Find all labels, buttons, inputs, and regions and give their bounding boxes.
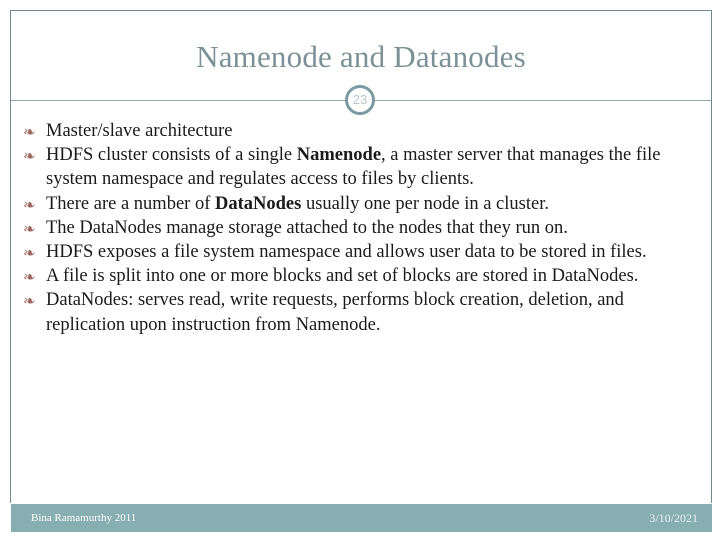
bullet-item: ❧ Master/slave architecture <box>22 119 700 143</box>
bullet-run: usually one per node in a cluster. <box>301 193 549 214</box>
slide-number-badge: 23 <box>345 85 375 115</box>
bullet-text: HDFS cluster consists of a single Nameno… <box>46 145 660 189</box>
bullet-emphasis: DataNodes <box>214 193 302 214</box>
floral-heart-bullet-icon: ❧ <box>23 123 36 141</box>
bullet-text: A file is split into one or more blocks … <box>46 266 638 286</box>
footer-author: Bina Ramamurthy 2011 <box>31 512 137 524</box>
bullet-run: The DataNodes manage storage attached to… <box>46 217 568 238</box>
slide-border-top <box>10 10 712 11</box>
floral-heart-bullet-icon: ❧ <box>23 195 36 214</box>
bullet-text: HDFS exposes a file system namespace and… <box>46 242 647 262</box>
slide-border-right <box>711 10 712 503</box>
slide-border-left <box>10 10 11 503</box>
bullet-item: ❧ A file is split into one or more blocks… <box>22 264 700 288</box>
bullet-item: ❧ The DataNodes manage storage attached t… <box>22 216 700 240</box>
bullet-text: There are a number of DataNodes usually … <box>46 194 549 214</box>
footer-bar <box>11 504 712 532</box>
bullet-run: , a master server that manages the file … <box>46 145 661 190</box>
bullet-run: Master/slave architecture <box>46 121 233 141</box>
bullet-run: There are a number of <box>46 193 215 214</box>
floral-heart-bullet-icon: ❧ <box>23 292 36 311</box>
bullet-text: DataNodes: serves read, write requests, … <box>46 290 624 334</box>
bullet-text: The DataNodes manage storage attached to… <box>46 218 568 238</box>
bullet-run: DataNodes: serves read, write requests, … <box>46 290 624 335</box>
floral-heart-bullet-icon: ❧ <box>23 244 36 263</box>
bullet-emphasis: Namenode <box>296 145 382 166</box>
bullet-run: HDFS cluster consists of a single <box>46 145 297 166</box>
bullet-item: ❧ HDFS cluster consists of a single Namen… <box>22 143 700 191</box>
bullet-list: ❧ Master/slave architecture ❧ HDFS cluster … <box>22 119 700 337</box>
floral-heart-bullet-icon: ❧ <box>23 219 36 238</box>
bullet-text: Master/slave architecture <box>46 121 232 141</box>
bullet-item: ❧ HDFS exposes a file system namespace an… <box>22 240 700 264</box>
floral-heart-bullet-icon: ❧ <box>23 147 36 166</box>
slide-title: Namenode and Datanodes <box>196 39 526 74</box>
bullet-run: A file is split into one or more blocks … <box>46 266 639 287</box>
bullet-run: HDFS exposes a file system namespace and… <box>46 242 647 263</box>
bullet-item: ❧ DataNodes: serves read, write requests,… <box>22 288 700 336</box>
bullet-item: ❧ There are a number of DataNodes usually… <box>22 192 700 216</box>
footer-date: 3/10/2021 <box>649 511 698 525</box>
floral-heart-bullet-icon: ❧ <box>23 268 36 287</box>
